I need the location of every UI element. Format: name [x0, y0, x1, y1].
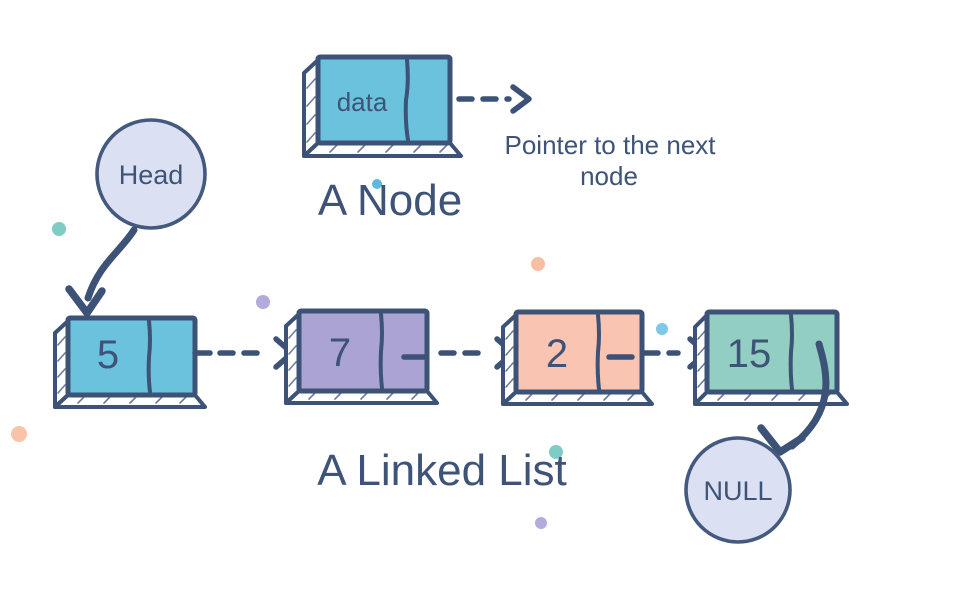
node-box [296, 308, 430, 394]
decor-dot [535, 517, 547, 529]
list-diagram-title: A Linked List [317, 446, 567, 495]
null-circle [684, 436, 792, 544]
example-pointer-arrow [456, 84, 532, 114]
decor-dot [11, 426, 27, 442]
head-label: Head [119, 160, 184, 190]
null-label: NULL [703, 476, 772, 506]
null-arrowhead-icon [757, 424, 806, 456]
list-node-4: 15 [693, 309, 849, 406]
node-diagram-title: A Node [318, 176, 462, 225]
decor-dot [656, 323, 668, 335]
arrow-node1-node2 [192, 336, 295, 370]
node-box [704, 309, 840, 395]
pointer-caption-line1: Pointer to the next [504, 130, 716, 160]
example-node-data-label: data [337, 87, 388, 117]
decor-dot [52, 222, 66, 236]
pointer-caption: Pointer to the next node [504, 130, 716, 191]
decor-dot [372, 179, 382, 189]
pointer-caption-line2: node [580, 161, 638, 191]
node-value: 7 [329, 331, 351, 375]
node-value: 15 [727, 332, 772, 376]
node-box [65, 315, 198, 398]
decor-dot [549, 445, 563, 459]
head-pointer: Head [65, 118, 207, 317]
head-arrow-curve [84, 226, 138, 302]
null-terminator: NULL [684, 340, 830, 544]
node-value: 2 [546, 332, 568, 376]
node-divider [595, 313, 601, 391]
head-arrowhead-icon [65, 285, 106, 317]
node-divider [146, 319, 152, 394]
sketch-hatching [505, 330, 635, 401]
decor-dots [11, 179, 668, 529]
sketch-hatching [306, 78, 448, 153]
list-node-3: 2 [501, 309, 654, 406]
null-arrow-curve [788, 340, 830, 450]
sketch-hatching [288, 329, 419, 400]
node-divider [788, 313, 794, 391]
list-node-2: 7 [284, 308, 439, 405]
node-divider [378, 312, 384, 390]
example-node-divider [403, 58, 410, 142]
sketch-hatching [57, 336, 187, 404]
node-value: 5 [97, 333, 119, 377]
decor-dot [256, 295, 270, 309]
example-node: data [302, 54, 463, 158]
arrowhead-icon [510, 84, 532, 114]
decor-dot [531, 257, 545, 271]
list-node-1: 5 [53, 315, 207, 409]
example-node-box [315, 54, 453, 146]
node-box [513, 309, 645, 395]
head-circle [95, 118, 207, 230]
